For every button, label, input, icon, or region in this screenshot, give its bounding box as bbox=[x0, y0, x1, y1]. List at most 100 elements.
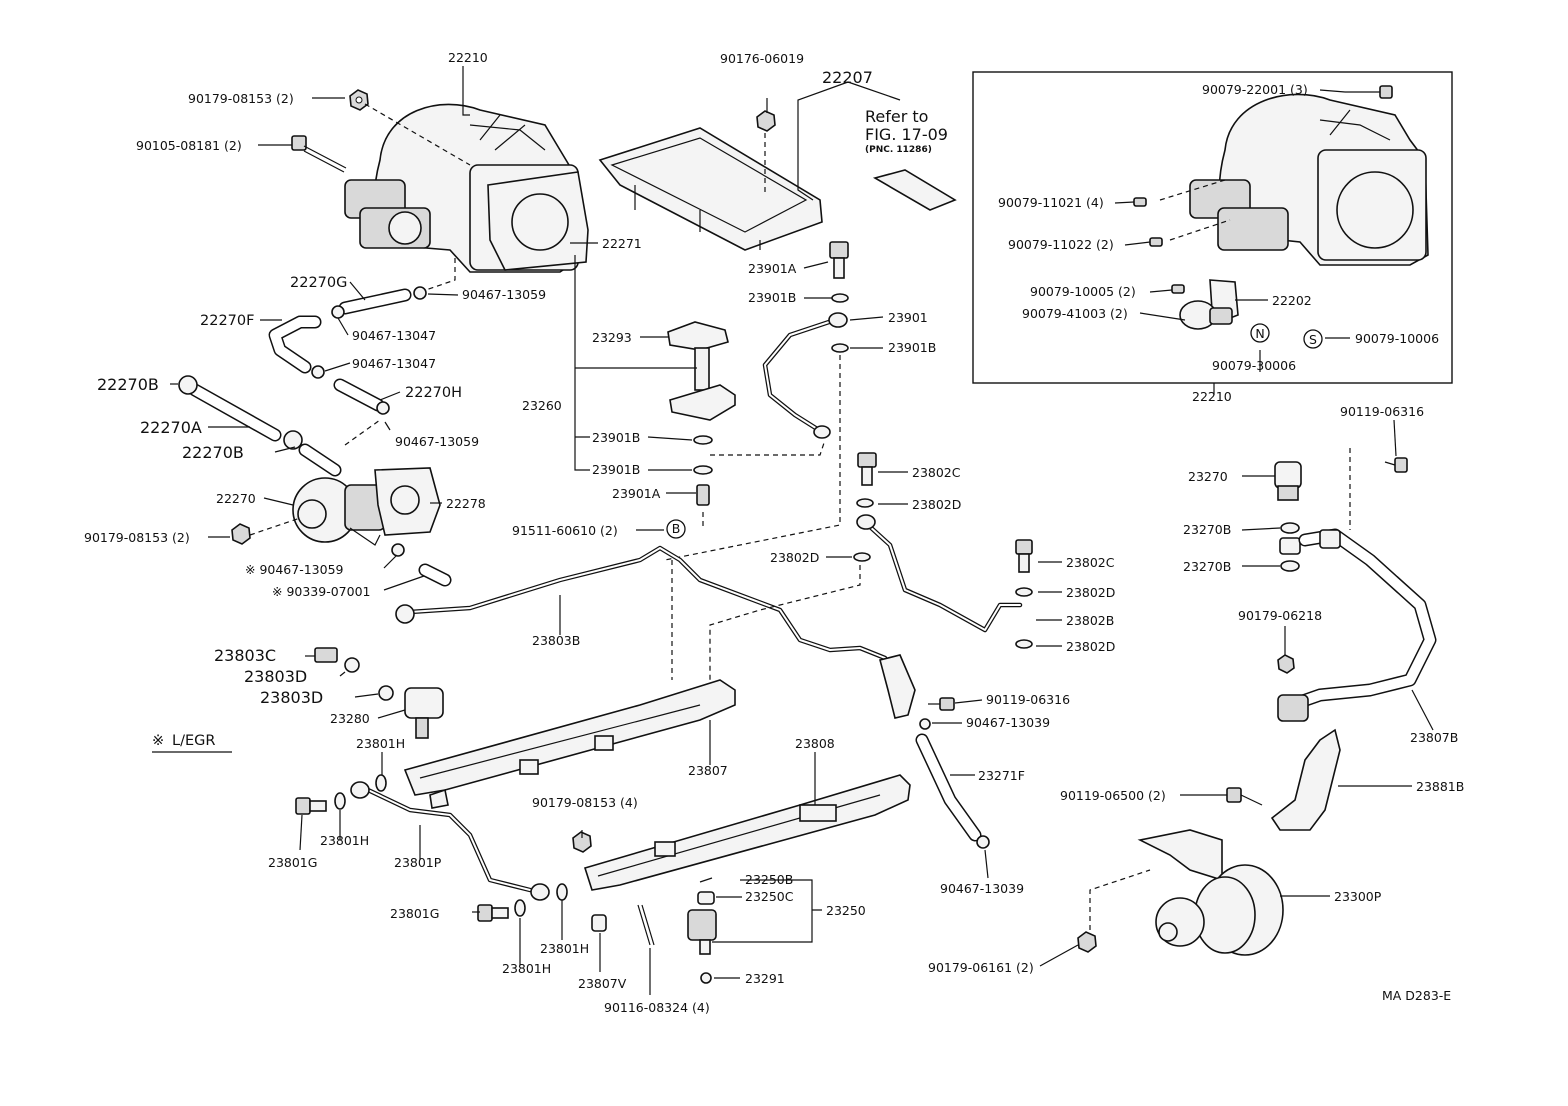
callout-22270: 22270 bbox=[216, 491, 256, 506]
callout-23260: 23260 bbox=[522, 398, 562, 413]
gasket-22278-icon bbox=[374, 467, 441, 536]
air-valve-icon bbox=[292, 443, 386, 546]
callout-91511-60610: 91511-60610 (2) bbox=[512, 523, 618, 538]
hose-22270F bbox=[268, 315, 322, 374]
callout-22270B: 22270B bbox=[182, 443, 244, 462]
callout-90105-08181: 90105-08181 (2) bbox=[136, 138, 242, 153]
marker-s: S bbox=[1309, 332, 1317, 347]
bracket-23881B-icon bbox=[1270, 728, 1341, 831]
union-bolt-icon bbox=[857, 452, 877, 486]
nut-icon bbox=[1077, 931, 1097, 953]
callout-90079-22001: 90079-22001 (3) bbox=[1202, 82, 1308, 97]
hose-22270G bbox=[338, 288, 412, 315]
union-bolt-icon bbox=[1015, 539, 1033, 573]
callout-labels: 22210 90179-08153 (2) 90105-08181 (2) 22… bbox=[84, 50, 1464, 1015]
bolt-icon bbox=[1345, 85, 1393, 99]
callout-23801P: 23801P bbox=[394, 855, 442, 870]
callout-22270H: 22270H bbox=[405, 385, 462, 401]
note-text: L/EGR bbox=[172, 733, 215, 749]
callout-23901A: 23901A bbox=[748, 261, 797, 276]
hose-22270A bbox=[188, 383, 282, 442]
callout-23901B: 23901B bbox=[592, 430, 640, 445]
marker-b-circle bbox=[666, 519, 686, 539]
callout-90467-13059: 90467-13059 bbox=[462, 287, 546, 302]
callout-90079-11022: 90079-11022 (2) bbox=[1008, 237, 1114, 252]
nut-icon bbox=[231, 523, 251, 545]
reference-line-1: Refer to bbox=[865, 107, 928, 126]
cover-22207-icon bbox=[598, 127, 823, 251]
callout-23801G: 23801G bbox=[268, 855, 317, 870]
callout-23901B: 23901B bbox=[888, 340, 936, 355]
callout-90467-13059: 90467-13059 bbox=[395, 434, 479, 449]
callout-23291: 23291 bbox=[745, 971, 785, 986]
callout-23280: 23280 bbox=[330, 711, 370, 726]
callout-90119-06500: 90119-06500 (2) bbox=[1060, 788, 1166, 803]
callout-23802D: 23802D bbox=[770, 550, 819, 565]
callout-23802D: 23802D bbox=[1066, 639, 1115, 654]
callout-23803B: 23803B bbox=[532, 633, 580, 648]
marker-s-circle bbox=[1303, 329, 1323, 349]
damper-23260-icon bbox=[667, 321, 736, 506]
nut-icon bbox=[756, 110, 776, 132]
callout-23271F: 23271F bbox=[978, 768, 1025, 783]
inset-throttle-body-illustration bbox=[1189, 93, 1429, 266]
callout-23801H: 23801H bbox=[540, 941, 589, 956]
union-icon bbox=[314, 647, 338, 663]
hose-90339-icon bbox=[418, 563, 452, 587]
callout-23807V: 23807V bbox=[578, 976, 627, 991]
callout-90119-06316: 90119-06316 bbox=[1340, 404, 1424, 419]
callout-22270B: 22270B bbox=[97, 375, 159, 394]
callout-23901: 23901 bbox=[888, 310, 928, 325]
callout-90467-13059: ※ 90467-13059 bbox=[245, 562, 344, 577]
hose-22270H bbox=[333, 378, 385, 412]
callout-90079-41003: 90079-41003 (2) bbox=[1022, 306, 1128, 321]
reference-line-3: (PNC. 11286) bbox=[865, 145, 932, 155]
union-bolt-icon bbox=[295, 797, 327, 815]
callout-23901A: 23901A bbox=[612, 486, 661, 501]
nut-icon bbox=[349, 89, 369, 111]
callout-23802C: 23802C bbox=[1066, 555, 1115, 570]
bolt-icon bbox=[291, 135, 347, 173]
nut-icon bbox=[572, 831, 592, 853]
delivery-pipe-23808 bbox=[583, 774, 911, 891]
reference-line-2: FIG. 17-09 bbox=[865, 125, 948, 144]
callout-23802B: 23802B bbox=[1066, 613, 1114, 628]
callout-23802D: 23802D bbox=[1066, 585, 1115, 600]
leader-lines bbox=[170, 66, 1434, 995]
callout-23300P: 23300P bbox=[1334, 889, 1382, 904]
fuel-pipe-23802 bbox=[856, 514, 1023, 633]
bracket-icon bbox=[879, 654, 916, 719]
callout-23250C: 23250C bbox=[745, 889, 794, 904]
callout-90179-08153: 90179-08153 (4) bbox=[532, 795, 638, 810]
callout-22202: 22202 bbox=[1272, 293, 1312, 308]
fuel-pipe-23901 bbox=[762, 312, 848, 439]
callout-22270G: 22270G bbox=[290, 275, 347, 291]
callout-23293: 23293 bbox=[592, 330, 632, 345]
clamp-icon bbox=[178, 286, 427, 557]
union-bolt-icon bbox=[829, 241, 849, 279]
union-bolt-icon bbox=[477, 904, 509, 922]
callout-90176-06019: 90176-06019 bbox=[720, 51, 804, 66]
callout-22210: 22210 bbox=[448, 50, 488, 65]
gasket-icon bbox=[487, 171, 589, 271]
callout-90179-06218: 90179-06218 bbox=[1238, 608, 1322, 623]
callout-23803C: 23803C bbox=[214, 646, 276, 665]
callout-90467-13039: 90467-13039 bbox=[940, 881, 1024, 896]
reference-sheet-icon bbox=[872, 169, 957, 211]
pressure-regulator-23280-icon bbox=[404, 687, 444, 739]
callout-23807: 23807 bbox=[688, 763, 728, 778]
callout-23881B: 23881B bbox=[1416, 779, 1464, 794]
callout-90179-08153: 90179-08153 (2) bbox=[84, 530, 190, 545]
callout-22207: 22207 bbox=[822, 68, 873, 87]
callout-90467-13039: 90467-13039 bbox=[966, 715, 1050, 730]
nut-icon bbox=[1277, 654, 1295, 674]
inset-title: 22210 bbox=[1192, 389, 1232, 404]
callout-23250B: 23250B bbox=[745, 872, 793, 887]
callout-90119-06316: 90119-06316 bbox=[986, 692, 1070, 707]
fuel-pipe-23801P bbox=[350, 781, 550, 901]
callout-23901B: 23901B bbox=[748, 290, 796, 305]
callout-23801G: 23801G bbox=[390, 906, 439, 921]
callout-22271: 22271 bbox=[602, 236, 642, 251]
callout-23270B: 23270B bbox=[1183, 559, 1231, 574]
